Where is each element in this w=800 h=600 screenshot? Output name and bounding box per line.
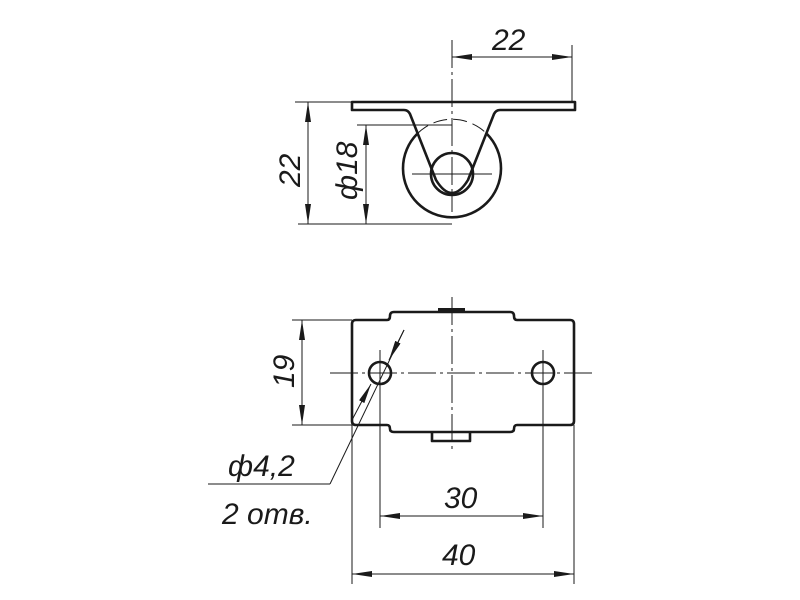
arrow [388, 329, 405, 361]
hole-diameter-note: ф4,2 [228, 450, 295, 483]
wheel-outline [401, 133, 503, 219]
plan-view: 19 ф4,2 2 отв. 30 40 [208, 297, 595, 584]
arrow [351, 383, 372, 421]
dim-wheel-diameter: ф18 [331, 141, 364, 200]
dim-overall-width: 40 [442, 539, 476, 572]
side-view: 22 22 ф18 [274, 24, 577, 225]
hole-count-note: 2 отв. [221, 498, 313, 531]
bottom-tab [430, 432, 472, 443]
dim-height-22: 22 [274, 153, 307, 188]
wheel-hidden-arc [416, 118, 488, 135]
dim-height-19: 19 [268, 354, 301, 388]
dim-hole-spacing: 30 [444, 482, 478, 515]
dim-width-22: 22 [491, 24, 526, 57]
base-plate-outline [350, 310, 576, 434]
mounting-flange [350, 100, 577, 195]
